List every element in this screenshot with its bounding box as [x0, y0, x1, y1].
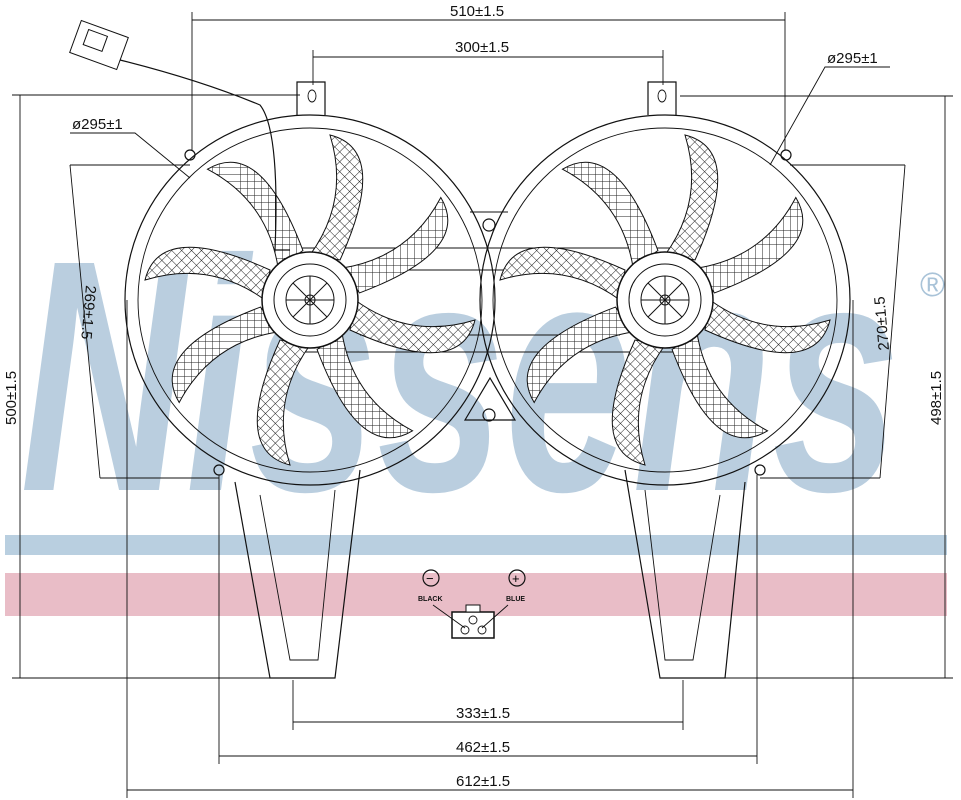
fan-blades-right — [499, 134, 831, 466]
fan-shroud — [124, 81, 851, 679]
fan-blades-left — [144, 134, 476, 466]
dim-right-inner: 270±1.5 — [871, 296, 893, 351]
connector-diagram: − + BLACK BLUE — [418, 569, 526, 639]
dim-leg-spacing: 333±1.5 — [456, 705, 510, 722]
dimension-lines — [12, 12, 953, 798]
dim-fan-diameter-left: ø295±1 — [72, 116, 123, 133]
negative-symbol: − — [426, 571, 434, 586]
dim-mount-spacing: 300±1.5 — [455, 39, 509, 56]
dim-top-width: 510±1.5 — [450, 3, 504, 20]
positive-wire-label: BLUE — [506, 596, 525, 603]
dim-left-inner: 269±1.5 — [77, 285, 99, 340]
dim-leg-outer: 462±1.5 — [456, 739, 510, 756]
dim-total-width: 612±1.5 — [456, 773, 510, 790]
watermark-blue-stripe — [5, 535, 947, 555]
dim-right-height: 498±1.5 — [928, 371, 945, 425]
dim-left-height: 500±1.5 — [3, 371, 20, 425]
wire-harness — [69, 19, 290, 251]
registered-mark: ® — [920, 266, 945, 304]
dim-fan-diameter-right: ø295±1 — [827, 50, 878, 67]
positive-symbol: + — [512, 571, 520, 586]
negative-wire-label: BLACK — [418, 596, 443, 603]
